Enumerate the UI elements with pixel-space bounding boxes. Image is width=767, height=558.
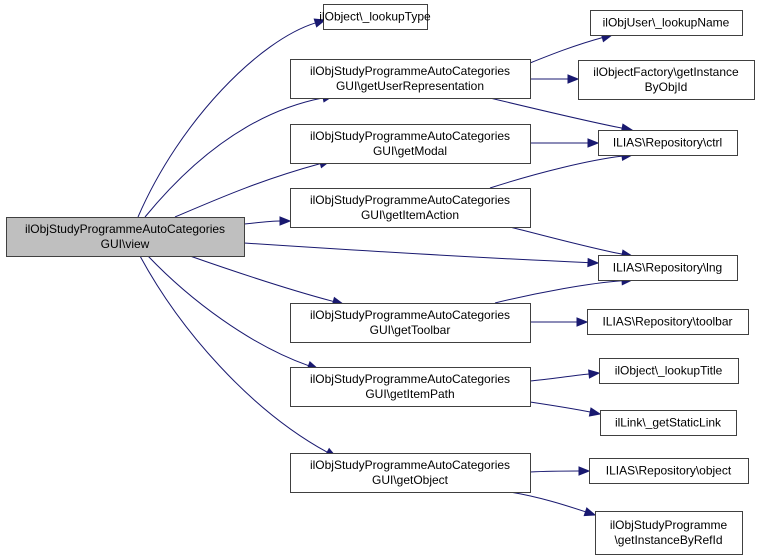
edge-getItemAction-to-ctrl [489,155,623,189]
edge-view-to-getObject [139,255,328,453]
node-box[interactable] [323,4,428,30]
node-label: GUI\getUserRepresentation [336,79,484,93]
edge-getItemAction-to-lng [509,226,623,255]
node-label: ilObjStudyProgrammeAutoCategories [310,64,510,78]
node-label: ILIAS\Repository\toolbar [602,315,732,329]
arrowhead-icon [588,407,602,417]
node-label: ilObjStudyProgrammeAutoCategories [310,308,510,322]
node-box[interactable] [290,124,531,164]
edge-getUserRepresentation-to-ctrl [489,97,623,129]
node-lng[interactable]: ILIAS\Repository\lng [598,255,738,281]
edge-getToolbar-to-lng [494,280,623,304]
node-label: ilLink\_getStaticLink [615,416,722,430]
node-label: ilObjStudyProgrammeAutoCategories [310,372,510,386]
edge-view-to-getUserRepresentation [144,97,324,218]
node-label: GUI\getModal [373,144,447,158]
node-label: ilObjStudyProgrammeAutoCategories [25,222,225,236]
node-getInstanceByRefId[interactable]: ilObjStudyProgramme\getInstanceByRefId [595,511,743,555]
node-label: GUI\getObject [372,473,449,487]
arrowhead-icon [587,138,600,148]
edge-getObject-to-getInstanceByRefId [509,491,586,513]
node-getItemAction[interactable]: ilObjStudyProgrammeAutoCategoriesGUI\get… [290,188,531,228]
node-getModal[interactable]: ilObjStudyProgrammeAutoCategoriesGUI\get… [290,124,531,164]
node-box[interactable] [290,59,531,99]
node-object[interactable]: ILIAS\Repository\object [589,458,749,484]
node-box[interactable] [589,458,749,484]
node-label: ILIAS\Repository\lng [613,261,722,275]
node-getObject[interactable]: ilObjStudyProgrammeAutoCategoriesGUI\get… [290,453,531,493]
node-label: ILIAS\Repository\object [606,464,732,478]
node-ctrl[interactable]: ILIAS\Repository\ctrl [598,130,738,156]
arrowhead-icon [588,369,601,379]
arrowhead-icon [567,74,580,84]
node-box[interactable] [290,188,531,228]
arrowhead-icon [576,317,589,327]
node-label: ilObjStudyProgrammeAutoCategories [310,193,510,207]
node-view[interactable]: ilObjStudyProgrammeAutoCategoriesGUI\vie… [6,217,245,257]
node-label: ilObjectFactory\getInstance [593,65,739,79]
node-getUserRepresentation[interactable]: ilObjStudyProgrammeAutoCategoriesGUI\get… [290,59,531,99]
node-label: ILIAS\Repository\ctrl [613,136,722,150]
edge-view-to-lookupType [137,22,316,218]
edge-view-to-getItemAction [243,220,281,225]
edge-getUserRepresentation-to-lookupName [529,37,603,64]
node-box[interactable] [6,217,245,257]
node-lookupName[interactable]: ilObjUser\_lookupName [590,10,743,36]
node-getToolbar[interactable]: ilObjStudyProgrammeAutoCategoriesGUI\get… [290,303,531,343]
node-box[interactable] [587,309,749,335]
arrowhead-icon [279,216,292,226]
node-getItemPath[interactable]: ilObjStudyProgrammeAutoCategoriesGUI\get… [290,367,531,407]
node-label: GUI\getItemPath [365,387,454,401]
edge-getItemPath-to-getStaticLink [529,401,591,413]
edge-view-to-lng [243,242,589,264]
nodes-layer: ilObjStudyProgrammeAutoCategoriesGUI\vie… [6,4,755,555]
edge-view-to-getToolbar [189,255,334,302]
node-label: GUI\view [101,237,150,251]
edge-getItemPath-to-lookupTitle [529,373,590,382]
node-box[interactable] [290,453,531,493]
arrowhead-icon [587,257,600,268]
node-label: GUI\getToolbar [370,323,451,337]
arrowhead-icon [583,507,597,517]
node-lookupType[interactable]: ilObject\_lookupType [319,4,431,30]
node-box[interactable] [600,410,737,436]
node-box[interactable] [290,367,531,407]
node-label: ilObjStudyProgramme [610,518,728,532]
edge-view-to-getItemPath [147,255,309,367]
edge-view-to-getModal [174,163,321,218]
arrowhead-icon [313,18,327,28]
node-box[interactable] [598,255,738,281]
node-lookupTitle[interactable]: ilObject\_lookupTitle [599,358,739,384]
node-label: GUI\getItemAction [361,208,459,222]
node-box[interactable] [598,130,738,156]
node-box[interactable] [590,10,743,36]
node-box[interactable] [578,60,755,100]
node-label: ilObjStudyProgrammeAutoCategories [310,129,510,143]
node-getStaticLink[interactable]: ilLink\_getStaticLink [600,410,737,436]
node-box[interactable] [599,358,739,384]
edge-getObject-to-object [529,470,580,473]
node-label: ilObject\_lookupType [319,10,431,24]
node-label: ilObjStudyProgrammeAutoCategories [310,458,510,472]
node-toolbar[interactable]: ILIAS\Repository\toolbar [587,309,749,335]
node-box[interactable] [595,511,743,555]
node-label: ilObjUser\_lookupName [603,16,730,30]
node-box[interactable] [290,303,531,343]
node-label: ilObject\_lookupTitle [615,364,723,378]
node-label: ByObjId [645,80,688,94]
node-label: \getInstanceByRefId [614,533,722,547]
arrowhead-icon [578,466,591,476]
